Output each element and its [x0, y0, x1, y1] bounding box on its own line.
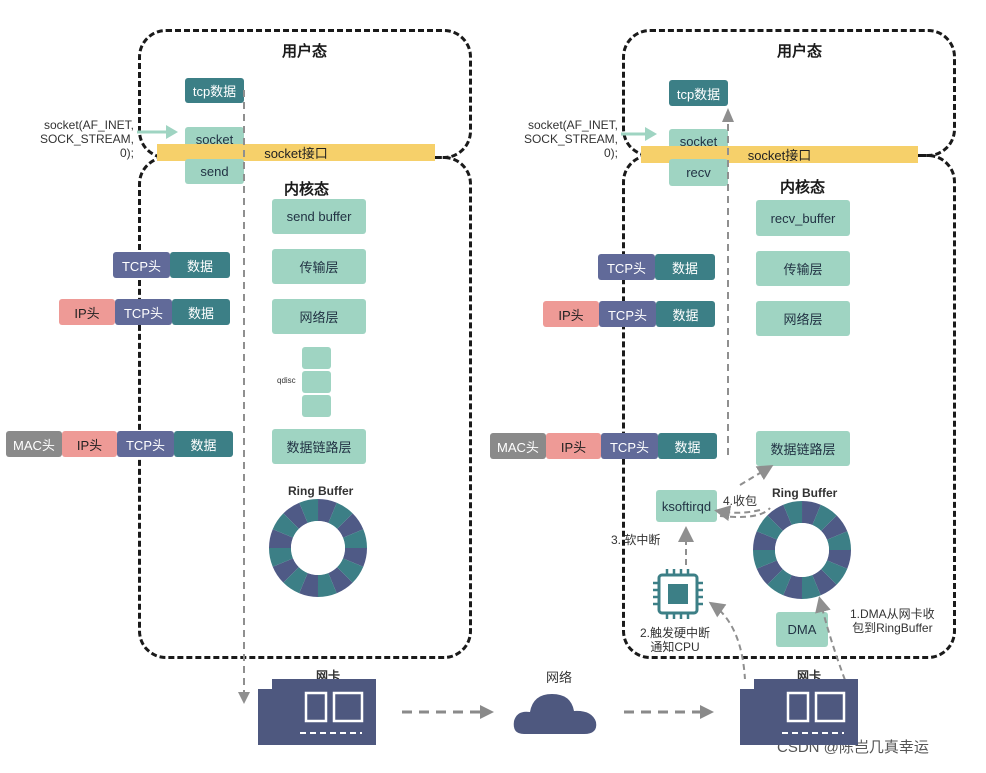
left-network-card-icon: [258, 679, 376, 745]
right-l3-tcp-head: TCP头: [599, 301, 656, 327]
left-user-space-title: 用户态: [282, 43, 328, 60]
left-nic-label: 网卡: [316, 669, 341, 683]
left-send-box: send: [185, 159, 244, 184]
left-network-layer-box: 网络层: [272, 299, 366, 334]
right-l2-mac-head: MAC头: [490, 433, 546, 459]
left-l2-mac-head: MAC头: [6, 431, 62, 457]
right-step4-label: 4.收包: [723, 494, 758, 508]
right-l4-data: 数据: [655, 254, 715, 280]
left-tcp-data-box: tcp数据: [185, 78, 244, 103]
left-socket-api-bar: socket接口: [157, 144, 435, 161]
right-tcp-data-box: tcp数据: [669, 80, 728, 106]
left-l3-tcp-head: TCP头: [115, 299, 172, 325]
left-l2-data: 数据: [174, 431, 233, 457]
right-ring-buffer-label: Ring Buffer: [772, 486, 838, 500]
left-l3-data: 数据: [172, 299, 230, 325]
left-l2-ip-head: IP头: [62, 431, 117, 457]
right-step3-label: 3. 软中断: [611, 533, 661, 547]
right-nic-label: 网卡: [797, 669, 822, 683]
left-qdisc-label: qdisc: [277, 376, 296, 385]
right-dma-box: DMA: [776, 612, 828, 647]
left-datalink-layer-box: 数据链路层: [272, 429, 366, 464]
left-qdisc-slot-3: [302, 395, 331, 417]
network-label: 网络: [546, 670, 573, 685]
left-qdisc-slot-1: [302, 347, 331, 369]
right-l2-tcp-head: TCP头: [601, 433, 658, 459]
left-send-buffer-box: send buffer: [272, 199, 366, 234]
right-network-layer-box: 网络层: [756, 301, 850, 336]
right-datalink-layer-box: 数据链路层: [756, 431, 850, 466]
right-network-card-icon: [740, 679, 858, 745]
right-ksoftirqd-box: ksoftirqd: [656, 490, 717, 522]
right-step2-label: 2.触发硬中断 通知CPU: [640, 626, 711, 654]
right-socket-api-bar: socket接口: [641, 146, 918, 163]
left-l2-tcp-head: TCP头: [117, 431, 174, 457]
right-l2-ip-head: IP头: [546, 433, 601, 459]
left-l3-ip-head: IP头: [59, 299, 115, 325]
right-recv-box: recv: [669, 159, 728, 186]
right-l3-data: 数据: [656, 301, 715, 327]
right-l3-ip-head: IP头: [543, 301, 599, 327]
cloud-icon: [513, 694, 597, 734]
left-l4-data: 数据: [170, 252, 230, 278]
right-user-space-title: 用户态: [777, 43, 823, 60]
right-transport-layer-box: 传输层: [756, 251, 850, 286]
left-l4-tcp-head: TCP头: [113, 252, 170, 278]
left-transport-layer-box: 传输层: [272, 249, 366, 284]
watermark-text: CSDN @陈岂几真幸运: [777, 739, 929, 756]
right-step1-label: 1.DMA从网卡收 包到RingBuffer: [850, 607, 935, 635]
left-socket-call-text: socket(AF_INET, SOCK_STREAM, 0);: [39, 118, 134, 160]
left-qdisc-slot-2: [302, 371, 331, 393]
right-recv-buffer-box: recv_buffer: [756, 200, 850, 236]
left-ring-buffer-label: Ring Buffer: [288, 484, 354, 498]
network-to-nic-arrow: [624, 705, 714, 719]
left-kernel-space-title: 内核态: [284, 181, 330, 198]
right-socket-call-text: socket(AF_INET, SOCK_STREAM, 0);: [523, 118, 618, 160]
right-kernel-space-title: 内核态: [780, 179, 826, 196]
nic-to-network-arrow: [402, 705, 494, 719]
right-l2-data: 数据: [658, 433, 717, 459]
right-l4-tcp-head: TCP头: [598, 254, 655, 280]
